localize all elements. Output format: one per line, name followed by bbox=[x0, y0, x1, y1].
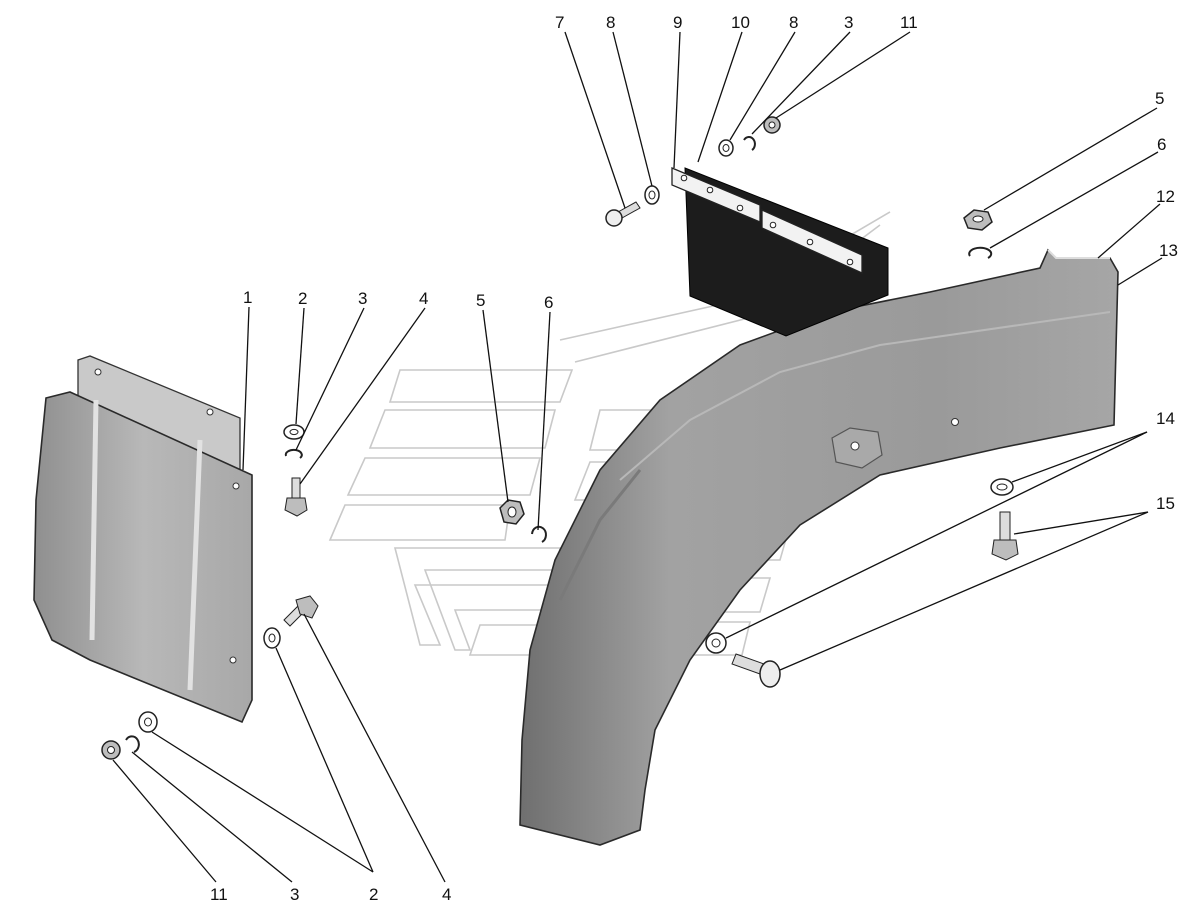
bolt-15-b bbox=[731, 653, 765, 675]
leader-lines bbox=[112, 31, 1163, 883]
rubber-strip-part-10 bbox=[671, 167, 889, 337]
callout-3-top: 3 bbox=[358, 289, 367, 308]
callout-10: 10 bbox=[731, 13, 750, 32]
callout-4-top: 4 bbox=[419, 289, 428, 308]
callout-5-middle: 5 bbox=[476, 291, 485, 310]
spring-washer-3-a bbox=[284, 448, 303, 459]
spring-washer-6-a bbox=[531, 525, 547, 543]
fender-hole bbox=[951, 418, 959, 426]
spring-washer-3-b bbox=[125, 735, 140, 753]
callout-6-right: 6 bbox=[1157, 135, 1166, 154]
fender-mount-hole bbox=[850, 441, 860, 451]
callout-13: 13 bbox=[1159, 241, 1178, 260]
callout-4-bottom: 4 bbox=[442, 885, 451, 904]
mud-flap-part-1 bbox=[33, 355, 253, 724]
callout-15: 15 bbox=[1156, 494, 1175, 513]
callout-6-middle: 6 bbox=[544, 293, 553, 312]
callout-11-top: 11 bbox=[900, 13, 918, 32]
callout-7: 7 bbox=[555, 13, 564, 32]
hardware bbox=[101, 116, 1019, 760]
callout-3-right: 3 bbox=[844, 13, 853, 32]
spring-washer-3-c bbox=[743, 136, 756, 151]
callout-labels: 1 2 3 4 5 6 7 8 9 10 8 3 11 5 6 12 13 14… bbox=[210, 13, 1178, 904]
callout-5-right: 5 bbox=[1155, 89, 1164, 108]
callout-1: 1 bbox=[243, 288, 252, 307]
callout-8-left: 8 bbox=[606, 13, 615, 32]
callout-8-right: 8 bbox=[789, 13, 798, 32]
bolt-15-a bbox=[999, 511, 1011, 541]
spring-washer-6-b bbox=[968, 246, 993, 259]
callout-14: 14 bbox=[1156, 409, 1175, 428]
callout-3-bottom: 3 bbox=[290, 885, 299, 904]
fender-part-13 bbox=[519, 248, 1119, 846]
fender-body bbox=[519, 248, 1119, 846]
callout-11-bottom: 11 bbox=[210, 885, 228, 904]
callout-2-bottom: 2 bbox=[369, 885, 378, 904]
callout-12: 12 bbox=[1156, 187, 1175, 206]
callout-9: 9 bbox=[673, 13, 682, 32]
bolt-4-a bbox=[291, 477, 301, 499]
callout-2-top: 2 bbox=[298, 289, 307, 308]
